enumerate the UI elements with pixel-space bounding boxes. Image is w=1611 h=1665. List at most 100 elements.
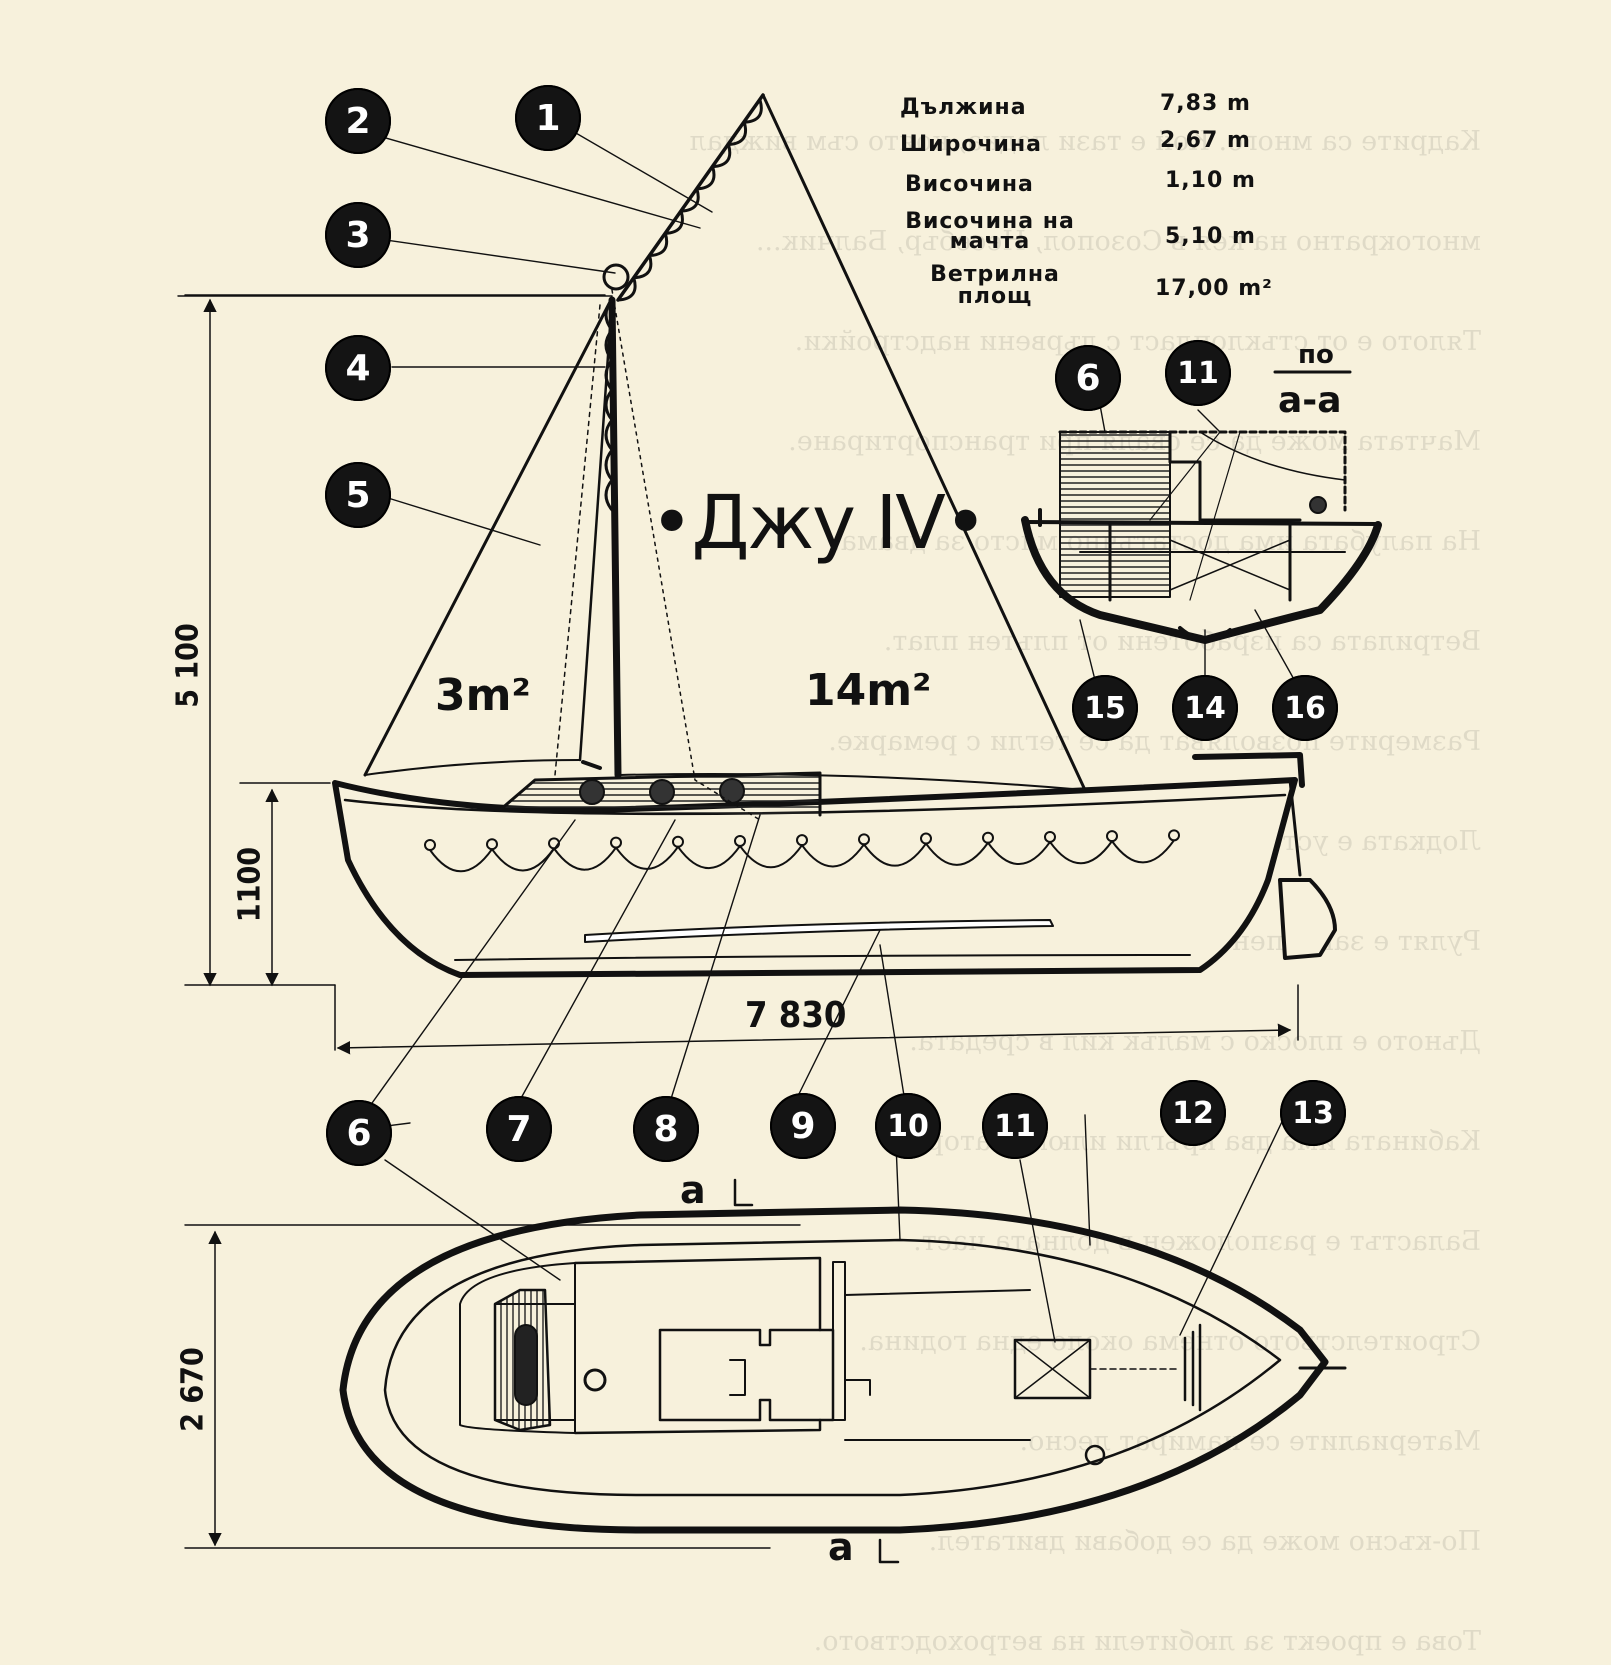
stanchion bbox=[486, 838, 498, 851]
outboard-bracket bbox=[1288, 778, 1302, 877]
dim-beam: 2 670 bbox=[175, 1347, 211, 1432]
section-badge-15: 15 bbox=[1072, 675, 1138, 741]
bleed-text-line: Тялото е от стъклопласт с дървени надстр… bbox=[795, 326, 1481, 357]
section-mark-bottom-label: а bbox=[828, 1525, 854, 1569]
bleed-text-line: Това е проект за любители на ветроходств… bbox=[814, 1626, 1481, 1657]
mainsail-foot bbox=[619, 773, 1086, 791]
masthead-block bbox=[602, 263, 630, 291]
stanchion bbox=[610, 836, 622, 849]
section-badge-14: 14 bbox=[1172, 675, 1238, 741]
section-badge-16: 16 bbox=[1272, 675, 1338, 741]
dim-mast-height: 5 100 bbox=[170, 623, 206, 708]
stanchion bbox=[982, 831, 994, 844]
callout-badge-8: 8 bbox=[633, 1096, 699, 1162]
jib-luff bbox=[363, 296, 614, 777]
section-cabin-walls bbox=[1168, 430, 1302, 522]
jib-area-label: 3m² bbox=[435, 670, 531, 721]
stanchion bbox=[1044, 830, 1056, 843]
callout-badge-11: 11 bbox=[982, 1093, 1048, 1159]
stanchion bbox=[858, 833, 870, 846]
stanchion bbox=[1106, 830, 1118, 843]
section-stanchion-fitting bbox=[1309, 496, 1327, 514]
section-bunk-left bbox=[1059, 431, 1171, 598]
section-mark-top bbox=[733, 1178, 754, 1207]
plan-view bbox=[184, 1104, 1347, 1564]
deck-outline-inner bbox=[383, 1238, 1282, 1497]
section-mark-top-label: а bbox=[680, 1168, 706, 1212]
sail-hank-scallops bbox=[604, 98, 763, 512]
section-mark-bottom bbox=[878, 1538, 900, 1564]
bow-pulpit bbox=[1183, 1323, 1202, 1412]
deck-outline-outer bbox=[339, 1206, 1329, 1534]
mainsail-area-label: 14m² bbox=[805, 665, 932, 716]
companionway bbox=[832, 1261, 846, 1421]
porthole-2 bbox=[649, 779, 675, 805]
section-cross bbox=[1169, 539, 1291, 591]
stanchion bbox=[672, 835, 684, 848]
bleed-text-line: Строителството отнема около една година. bbox=[859, 1326, 1481, 1357]
section-label-top: по bbox=[1298, 340, 1334, 370]
bleed-text-line: Кадрите са много. Кой е тази лодка, коят… bbox=[689, 126, 1481, 157]
spec-value-height: 1,10 m bbox=[1165, 168, 1256, 193]
lifeline-chain bbox=[424, 829, 1180, 873]
boat-name: •Джу IV• bbox=[650, 480, 988, 566]
spec-label-beam: Широчина bbox=[900, 132, 1043, 157]
backstay bbox=[611, 289, 761, 821]
spec-value-mast: 5,10 m bbox=[1165, 224, 1256, 249]
bleed-text-line: По-късно може да се добави двигател. bbox=[929, 1526, 1481, 1557]
forestay bbox=[554, 304, 601, 776]
dim-hull-height: 1100 bbox=[232, 846, 268, 923]
section-deck bbox=[1023, 520, 1380, 526]
spec-value-sail-area: 17,00 m² bbox=[1155, 276, 1273, 301]
callout-badge-9: 9 bbox=[770, 1093, 836, 1159]
porthole-3 bbox=[719, 778, 745, 804]
stanchion bbox=[796, 834, 808, 847]
stanchion bbox=[1168, 829, 1180, 842]
porthole-1 bbox=[579, 779, 605, 805]
spec-value-beam: 2,67 m bbox=[1160, 128, 1251, 153]
forehatch-cross bbox=[1014, 1339, 1091, 1399]
spec-label-mast: Височина на мачта bbox=[905, 209, 1075, 254]
spec-label-length: Дължина bbox=[900, 95, 1027, 120]
cabin-slide bbox=[729, 1359, 746, 1396]
section-label-bottom: а-а bbox=[1278, 380, 1342, 421]
callout-badge-7: 7 bbox=[486, 1096, 552, 1162]
section-sail-curve bbox=[1199, 431, 1346, 481]
bleed-text-line: Баластът е разположен в долната част. bbox=[913, 1226, 1481, 1257]
mainsail-leech bbox=[761, 93, 1087, 792]
tiller bbox=[1192, 752, 1305, 788]
mast-step bbox=[844, 1379, 871, 1396]
hull-keel-line bbox=[454, 954, 1191, 961]
transom-frame bbox=[459, 1262, 576, 1434]
forward-deck bbox=[844, 1289, 1031, 1441]
callout-badge-6: 6 bbox=[326, 1100, 392, 1166]
cockpit-well bbox=[573, 1256, 822, 1435]
callout-badge-2: 2 bbox=[325, 88, 391, 154]
bleed-text-line: многократно на кея в Созопол, Несебър, Б… bbox=[756, 226, 1481, 257]
section-badge-6: 6 bbox=[1055, 345, 1121, 411]
callout-badge-10: 10 bbox=[875, 1093, 941, 1159]
section-badge-11: 11 bbox=[1165, 340, 1231, 406]
boom bbox=[581, 760, 602, 770]
rub-rail bbox=[584, 919, 1054, 943]
lifeline-sag bbox=[429, 839, 1175, 873]
callout-badge-12: 12 bbox=[1160, 1080, 1226, 1146]
spec-label-sail-area: Ветрилна площ bbox=[930, 262, 1060, 309]
stern-hatch bbox=[514, 1324, 538, 1406]
cabin-top bbox=[658, 1328, 835, 1422]
mainsail-hanks bbox=[604, 98, 763, 512]
callout-badge-13: 13 bbox=[1280, 1080, 1346, 1146]
spec-value-length: 7,83 m bbox=[1160, 91, 1251, 116]
deck-fitting-fwd bbox=[1084, 1444, 1106, 1466]
stanchion bbox=[920, 832, 932, 845]
rudder bbox=[1278, 878, 1337, 960]
callout-badge-1: 1 bbox=[515, 85, 581, 151]
mainsail-luff bbox=[616, 93, 765, 302]
callout-badge-5: 5 bbox=[325, 462, 391, 528]
stanchion bbox=[424, 839, 436, 851]
hull-sheer-inner bbox=[343, 793, 1287, 816]
stanchion bbox=[734, 834, 746, 847]
side-elevation bbox=[332, 93, 1337, 978]
bleed-text-line: Размерите позволяват да се тегли с ремар… bbox=[828, 726, 1481, 757]
